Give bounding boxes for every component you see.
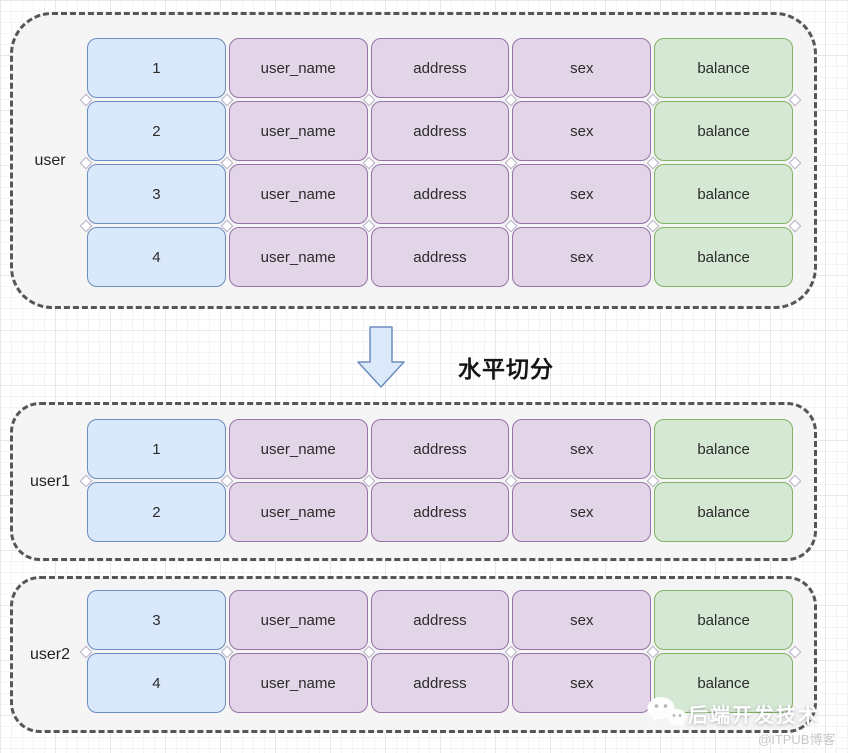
section-label-user2: user2 bbox=[29, 645, 71, 663]
table-cell: 1 bbox=[87, 38, 226, 98]
wechat-icon bbox=[647, 697, 687, 728]
table-cell: address bbox=[370, 164, 510, 224]
table-cell: address bbox=[370, 227, 510, 287]
table-cell: 4 bbox=[87, 227, 226, 287]
table-cell: 2 bbox=[87, 482, 226, 542]
table-cell: sex bbox=[512, 164, 652, 224]
table-cell: user_name bbox=[228, 653, 368, 713]
down-arrow-icon bbox=[357, 326, 405, 388]
table-cell: sex bbox=[512, 590, 652, 650]
table-cell: sex bbox=[512, 101, 652, 161]
table-cell: sex bbox=[512, 482, 652, 542]
table-cell: balance bbox=[654, 482, 793, 542]
table-cell: balance bbox=[654, 164, 793, 224]
table-cell: address bbox=[370, 482, 510, 542]
table-cell: sex bbox=[512, 227, 652, 287]
table-cell: user_name bbox=[228, 101, 368, 161]
table-cell: 4 bbox=[87, 653, 226, 713]
section-label-user: user bbox=[34, 151, 66, 169]
table-cell: address bbox=[370, 38, 510, 98]
table-cell: 2 bbox=[87, 101, 226, 161]
table-cell: address bbox=[370, 419, 510, 479]
section-label-user1: user1 bbox=[29, 472, 71, 490]
table-cell: sex bbox=[512, 653, 652, 713]
table-cell: 3 bbox=[87, 164, 226, 224]
table-cell: sex bbox=[512, 419, 652, 479]
table-cell: sex bbox=[512, 38, 652, 98]
table-cell: balance bbox=[654, 653, 793, 713]
table-cell: balance bbox=[654, 590, 793, 650]
table-cell: address bbox=[370, 590, 510, 650]
table-cell: user_name bbox=[228, 38, 368, 98]
watermark-subtitle: @ITPUB博客 bbox=[758, 732, 836, 747]
table-cell: balance bbox=[654, 38, 793, 98]
table-cell: user_name bbox=[228, 419, 368, 479]
table-cell: 1 bbox=[87, 419, 226, 479]
table-cell: address bbox=[370, 653, 510, 713]
table-cell: address bbox=[370, 101, 510, 161]
table-cell: balance bbox=[654, 419, 793, 479]
table-cell: balance bbox=[654, 101, 793, 161]
table-cell: user_name bbox=[228, 482, 368, 542]
table-cell: 3 bbox=[87, 590, 226, 650]
table-cell: balance bbox=[654, 227, 793, 287]
watermark-title: 后端开发技术 bbox=[688, 705, 820, 727]
arrow-label: 水平切分 bbox=[458, 356, 554, 382]
table-cell: user_name bbox=[228, 227, 368, 287]
table-cell: user_name bbox=[228, 164, 368, 224]
table-cell: user_name bbox=[228, 590, 368, 650]
